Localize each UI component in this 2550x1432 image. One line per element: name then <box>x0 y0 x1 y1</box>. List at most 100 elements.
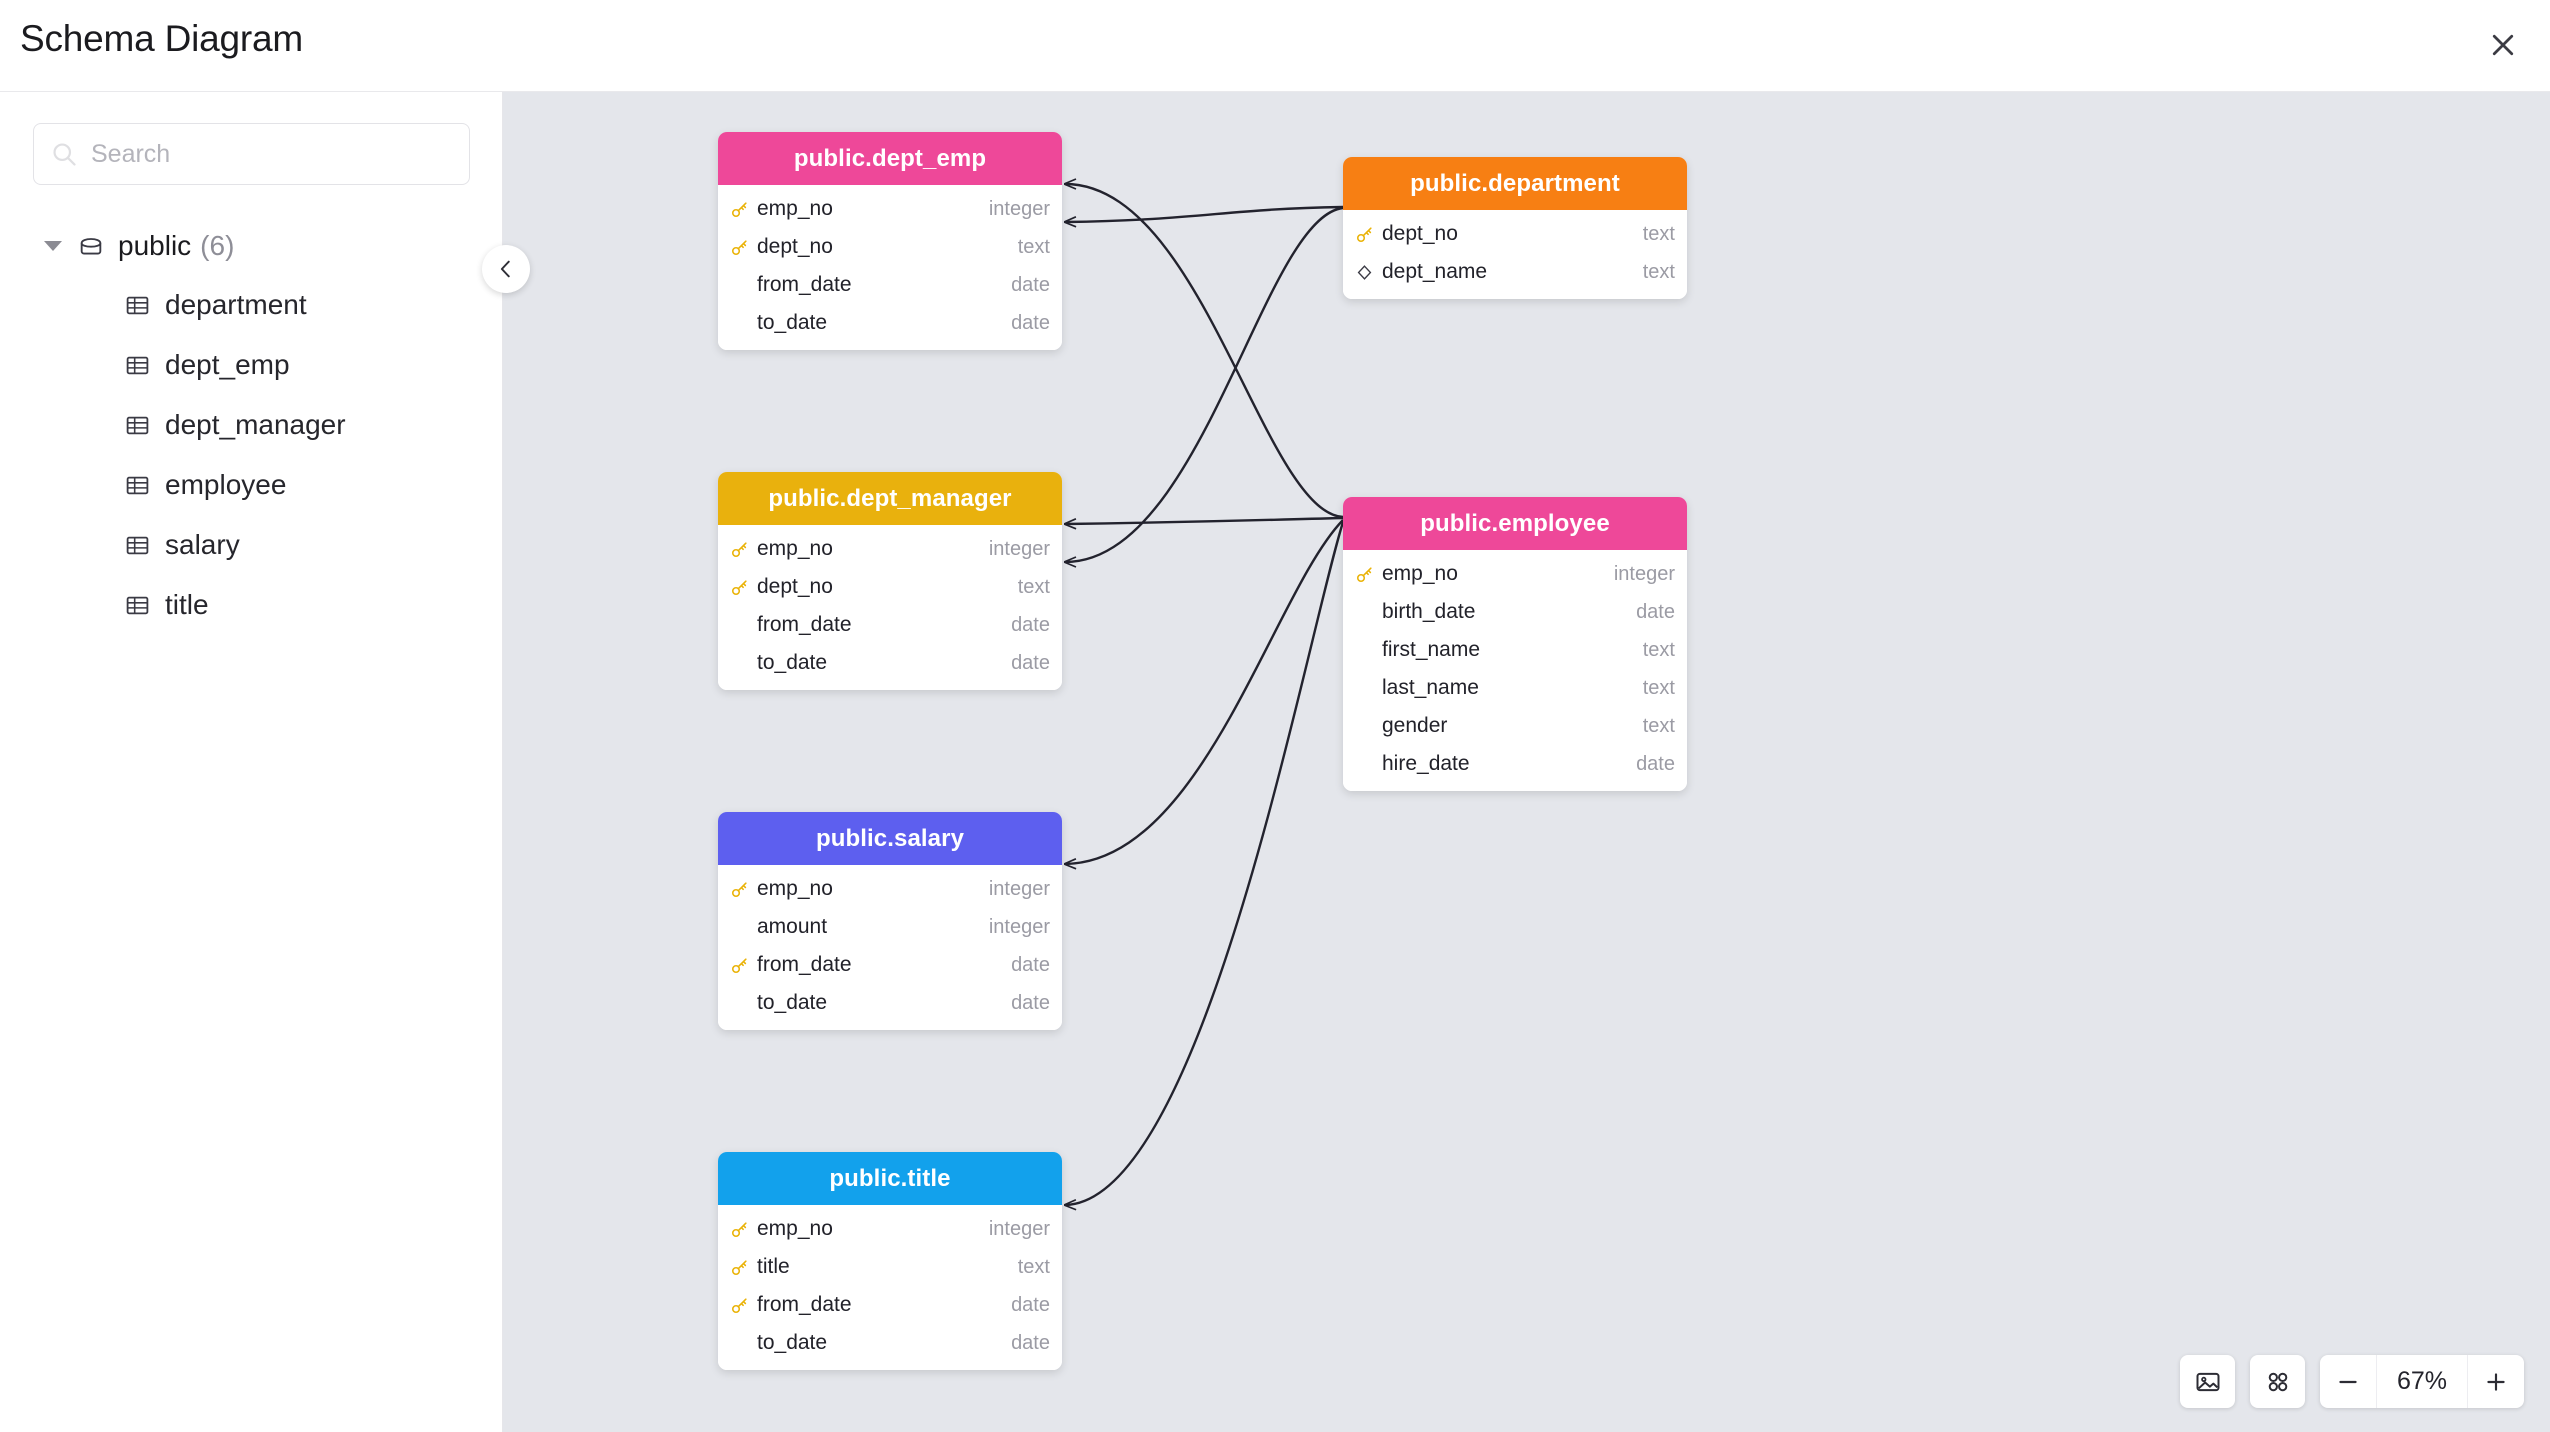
column-name: emp_no <box>1382 562 1458 585</box>
table-node-employee[interactable]: public.employee emp_no integer birth_dat… <box>1343 497 1687 791</box>
column-type: date <box>1011 311 1050 334</box>
column-type: date <box>1011 953 1050 976</box>
column-name: dept_no <box>757 235 833 258</box>
column-row[interactable]: from_date date <box>718 1286 1062 1324</box>
column-row[interactable]: dept_name text <box>1343 253 1687 291</box>
sidebar-item-title[interactable]: title <box>0 575 503 635</box>
sidebar-item-label: employee <box>165 469 287 500</box>
column-name: title <box>757 1255 790 1278</box>
table-node-department[interactable]: public.department dept_no text dept_name… <box>1343 157 1687 299</box>
column-row[interactable]: emp_no integer <box>718 190 1062 228</box>
column-name: to_date <box>757 311 828 334</box>
column-type: text <box>1642 638 1675 661</box>
column-row[interactable]: hire_date date <box>1343 745 1687 783</box>
column-row[interactable]: last_name text <box>1343 669 1687 707</box>
zoom-out-button[interactable] <box>2320 1355 2376 1408</box>
column-type: text <box>1642 676 1675 699</box>
column-name: first_name <box>1382 638 1481 661</box>
column-name: hire_date <box>1382 752 1470 775</box>
tree-node-public[interactable]: public (6) <box>0 217 503 275</box>
close-icon <box>2492 34 2514 56</box>
diagram-canvas[interactable]: public.dept_emp emp_no integer dept_no t… <box>503 92 2550 1432</box>
column-name: to_date <box>757 991 828 1014</box>
primary-key-icon <box>730 1296 757 1315</box>
column-row[interactable]: from_date date <box>718 606 1062 644</box>
primary-key-icon <box>730 956 757 975</box>
column-row[interactable]: to_date date <box>718 644 1062 682</box>
sidebar-item-dept_manager[interactable]: dept_manager <box>0 395 503 455</box>
table-node-dept_emp[interactable]: public.dept_emp emp_no integer dept_no t… <box>718 132 1062 350</box>
table-node-body: emp_no integer birth_date date first_nam… <box>1343 550 1687 791</box>
edge-dept_manager-employee <box>1065 516 1344 524</box>
zoom-in-button[interactable] <box>2468 1355 2524 1408</box>
sidebar: public (6) department dept_emp dept_mana… <box>0 92 503 1432</box>
column-row[interactable]: birth_date date <box>1343 593 1687 631</box>
sidebar-item-employee[interactable]: employee <box>0 455 503 515</box>
column-row[interactable]: dept_no text <box>718 568 1062 606</box>
edge-dept_manager-department <box>1065 206 1344 562</box>
table-icon <box>126 356 149 374</box>
sidebar-item-label: department <box>165 289 307 320</box>
search-input[interactable] <box>91 139 451 169</box>
column-row[interactable]: gender text <box>1343 707 1687 745</box>
table-icon <box>126 536 149 554</box>
sidebar-item-department[interactable]: department <box>0 275 503 335</box>
schema-icon <box>80 238 102 255</box>
zoom-control-group: 67% <box>2320 1355 2524 1408</box>
column-name: amount <box>757 915 828 938</box>
diamond-icon <box>1355 263 1382 282</box>
primary-key-icon <box>730 578 757 597</box>
column-type: date <box>1636 600 1675 623</box>
column-name: from_date <box>757 953 852 976</box>
column-row[interactable]: to_date date <box>718 1324 1062 1362</box>
column-row[interactable]: dept_no text <box>1343 215 1687 253</box>
table-icon <box>126 476 149 494</box>
column-row[interactable]: emp_no integer <box>718 870 1062 908</box>
auto-layout-button[interactable] <box>2250 1355 2305 1408</box>
schema-tree: public (6) department dept_emp dept_mana… <box>0 217 503 635</box>
column-type: date <box>1011 651 1050 674</box>
column-name: emp_no <box>757 537 833 560</box>
table-node-header: public.dept_manager <box>718 472 1062 525</box>
table-node-salary[interactable]: public.salary emp_no integer amount inte… <box>718 812 1062 1030</box>
image-icon <box>2196 1372 2219 1391</box>
primary-key-icon <box>730 880 757 899</box>
table-icon <box>126 296 149 314</box>
column-type: date <box>1011 991 1050 1014</box>
table-node-title[interactable]: public.title emp_no integer title text f… <box>718 1152 1062 1370</box>
chevron-left-icon <box>500 260 510 278</box>
column-row[interactable]: to_date date <box>718 984 1062 1022</box>
chevron-down-icon[interactable] <box>44 241 62 251</box>
column-row[interactable]: emp_no integer <box>718 1210 1062 1248</box>
plus-icon <box>2487 1372 2505 1391</box>
column-row[interactable]: from_date date <box>718 946 1062 984</box>
column-type: text <box>1642 714 1675 737</box>
column-row[interactable]: title text <box>718 1248 1062 1286</box>
table-node-header: public.title <box>718 1152 1062 1205</box>
dialog-header: Schema Diagram <box>0 0 2550 92</box>
table-node-body: emp_no integer dept_no text from_date da… <box>718 185 1062 350</box>
column-row[interactable]: first_name text <box>1343 631 1687 669</box>
column-row[interactable]: amount integer <box>718 908 1062 946</box>
column-row[interactable]: dept_no text <box>718 228 1062 266</box>
schema-count: (6) <box>200 230 235 261</box>
column-name: to_date <box>757 1331 828 1354</box>
export-image-button[interactable] <box>2180 1355 2235 1408</box>
table-node-dept_manager[interactable]: public.dept_manager emp_no integer dept_… <box>718 472 1062 690</box>
column-name: emp_no <box>757 1217 833 1240</box>
edge-title-employee <box>1065 521 1345 1205</box>
close-button[interactable] <box>2474 16 2532 74</box>
sidebar-collapse-button[interactable] <box>482 245 530 293</box>
column-row[interactable]: emp_no integer <box>1343 555 1687 593</box>
table-node-body: emp_no integer amount integer from_date … <box>718 865 1062 1030</box>
column-row[interactable]: emp_no integer <box>718 530 1062 568</box>
column-name: dept_no <box>1382 222 1458 245</box>
column-type: integer <box>988 877 1050 900</box>
sidebar-item-salary[interactable]: salary <box>0 515 503 575</box>
column-row[interactable]: to_date date <box>718 304 1062 342</box>
page-title: Schema Diagram <box>20 18 304 59</box>
search-box[interactable] <box>33 123 470 185</box>
column-name: from_date <box>757 273 852 296</box>
column-row[interactable]: from_date date <box>718 266 1062 304</box>
sidebar-item-dept_emp[interactable]: dept_emp <box>0 335 503 395</box>
